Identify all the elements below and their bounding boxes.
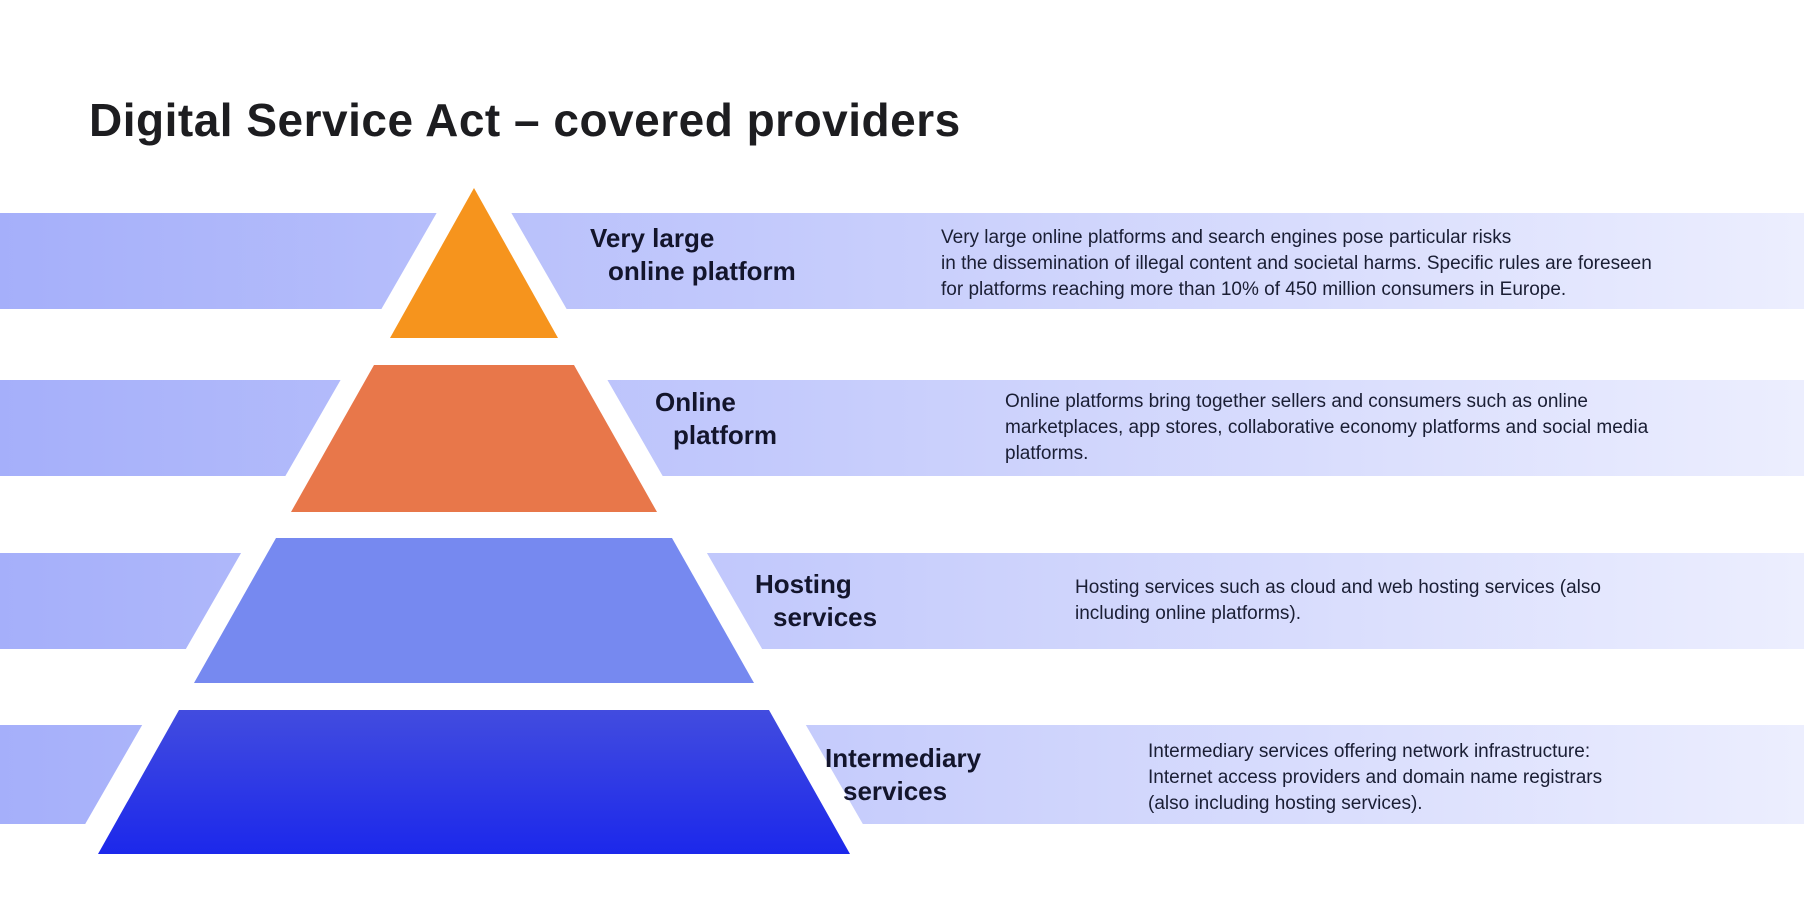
page-title: Digital Service Act – covered providers <box>89 93 961 146</box>
description-online-platform: Online platforms bring together sellers … <box>1005 391 1649 464</box>
label-line: platform <box>673 420 777 450</box>
label-online-platform: Online platform <box>655 386 777 452</box>
label-line: online platform <box>608 256 796 286</box>
band-very-large-online-platform <box>0 213 1804 309</box>
label-line: Very large <box>590 223 715 253</box>
pyramid-segment-hosting-services <box>194 538 754 683</box>
label-line: Intermediary <box>825 743 982 773</box>
label-hosting-services: Hosting services <box>755 568 877 634</box>
label-intermediary-services: Intermediary services <box>825 742 981 808</box>
label-line: services <box>773 602 878 632</box>
label-line: Online <box>655 387 736 417</box>
description-very-large-online-platform: Very large online platforms and search e… <box>941 227 1652 300</box>
label-very-large-online-platform: Very large online platform <box>590 222 796 288</box>
label-line: services <box>843 776 948 806</box>
pyramid-white-halo <box>53 148 895 880</box>
pyramid-segment-intermediary-services <box>98 710 850 854</box>
description-hosting-services: Hosting services such as cloud and web h… <box>1075 577 1601 624</box>
description-intermediary-services: Intermediary services offering network i… <box>1148 741 1603 814</box>
pyramid-segment-online-platform <box>291 365 657 512</box>
pyramid-segment-very-large-online-platform <box>390 188 558 338</box>
label-line: Hosting <box>755 569 852 599</box>
